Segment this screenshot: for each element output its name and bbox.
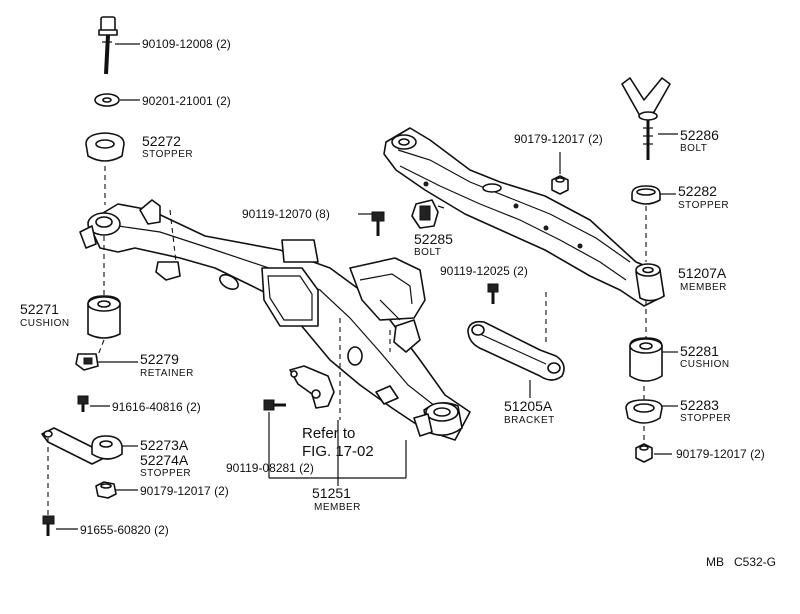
label-51207A-name: MEMBER [680, 282, 727, 293]
label-52279-name: RETAINER [140, 368, 194, 379]
label-52272-number: 52272 [142, 133, 181, 149]
link-bracket-icon [289, 365, 335, 409]
label-51205A-number: 51205A [504, 398, 553, 414]
bolt-90119-12025-icon [487, 283, 499, 304]
label-52286-name: BOLT [680, 143, 707, 154]
nut-90179-right-icon [635, 443, 653, 463]
label-52281-name: CUSHION [680, 359, 730, 370]
label-52282-number: 52282 [678, 183, 717, 199]
label-90119-08281: 90119-08281 (2) [226, 461, 314, 475]
label-51251-name: MEMBER [314, 502, 361, 513]
bolt-52285-icon [411, 199, 439, 229]
member-51251-frame [79, 199, 471, 441]
label-52271-name: CUSHION [20, 318, 70, 329]
label-90119-12070: 90119-12070 (8) [242, 207, 330, 221]
label-52281-number: 52281 [680, 343, 719, 359]
cushion-52281-icon [629, 337, 663, 382]
refer-to-text: Refer to [302, 425, 355, 442]
label-90119-12025: 90119-12025 (2) [440, 264, 528, 278]
stopper-52283-icon [625, 399, 663, 424]
label-52273A: 52273A [140, 437, 189, 453]
label-51205A-name: BRACKET [504, 415, 555, 426]
refer-figure-link[interactable]: FIG. 17-02 [302, 443, 374, 460]
label-90109: 90109-12008 (2) [142, 37, 231, 51]
label-52274A: 52274A [140, 452, 189, 468]
bracket-51205A-icon [467, 320, 565, 381]
label-91655: 91655-60820 (2) [80, 523, 169, 537]
stopper-52272-icon [85, 132, 125, 162]
washer-90201-icon [94, 93, 120, 107]
bolt-91655-icon [42, 515, 55, 536]
stopper-52282-icon [631, 185, 661, 205]
label-91616: 91616-40816 (2) [112, 400, 201, 414]
label-52279-number: 52279 [140, 351, 179, 367]
label-52282-name: STOPPER [678, 200, 729, 211]
diagram-code: MB C532-G [706, 555, 776, 569]
bolt-90119-08281-icon [263, 399, 286, 411]
label-51251-number: 51251 [312, 485, 351, 501]
label-90201: 90201-21001 (2) [142, 94, 231, 108]
label-90179-right: 90179-12017 (2) [676, 447, 765, 461]
wing-bolt-52286-icon [621, 77, 671, 160]
nut-90179-top-icon [551, 175, 569, 195]
bolt-91616-icon [77, 395, 89, 412]
label-52286-number: 52286 [680, 127, 719, 143]
label-52285-number: 52285 [414, 231, 453, 247]
label-90179-left: 90179-12017 (2) [140, 484, 229, 498]
retainer-52279-icon [75, 353, 99, 371]
label-52271-number: 52271 [20, 301, 59, 317]
label-52283-number: 52283 [680, 397, 719, 413]
bolt-90119-12070-icon [371, 211, 385, 236]
carrier-bracket-icon [281, 239, 426, 353]
label-52272-name: STOPPER [142, 149, 193, 160]
label-52283-name: STOPPER [680, 413, 731, 424]
cushion-52271-icon [87, 295, 121, 339]
member-51207A-frame [383, 127, 665, 307]
bolt-90109-icon [98, 16, 118, 75]
label-52273A-name: STOPPER [140, 468, 191, 479]
nut-90179-left-icon [95, 481, 117, 499]
label-52285-name: BOLT [414, 247, 441, 258]
label-90179-top: 90179-12017 (2) [514, 132, 603, 146]
label-51207A-number: 51207A [678, 265, 727, 281]
stopper-plate-52273A-icon [41, 427, 123, 465]
